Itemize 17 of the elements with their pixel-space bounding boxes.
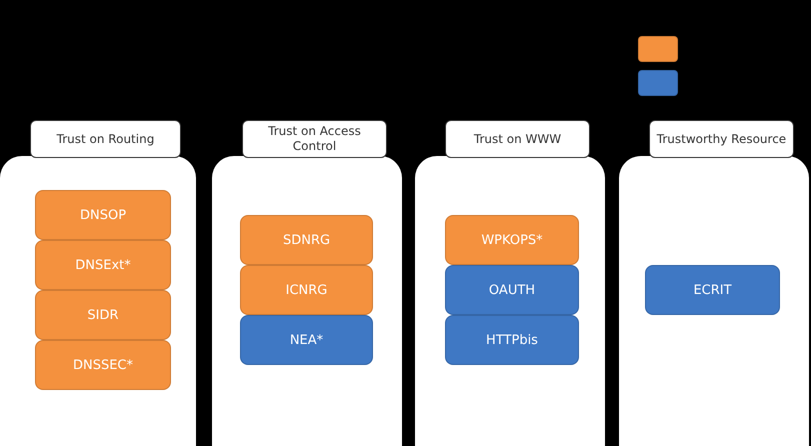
- working-group-box: NEA*: [240, 315, 373, 365]
- working-group-box: ECRIT: [645, 265, 780, 315]
- working-group-box: OAUTH: [445, 265, 579, 315]
- panel-heading: Trust on WWW: [445, 120, 590, 158]
- working-group-box: DNSSEC*: [35, 340, 171, 390]
- working-group-box: HTTPbis: [445, 315, 579, 365]
- working-group-box: ICNRG: [240, 265, 373, 315]
- working-group-box: SIDR: [35, 290, 171, 340]
- panel-heading: Trust on Access Control: [242, 120, 387, 158]
- panel-heading: Trust on Routing: [30, 120, 181, 158]
- working-group-box: DNSOP: [35, 190, 171, 240]
- working-group-box: SDNRG: [240, 215, 373, 265]
- legend-swatch: [638, 36, 678, 62]
- working-group-box: DNSExt*: [35, 240, 171, 290]
- panel-heading: Trustworthy Resource: [649, 120, 794, 158]
- legend-swatch: [638, 70, 678, 96]
- working-group-box: WPKOPS*: [445, 215, 579, 265]
